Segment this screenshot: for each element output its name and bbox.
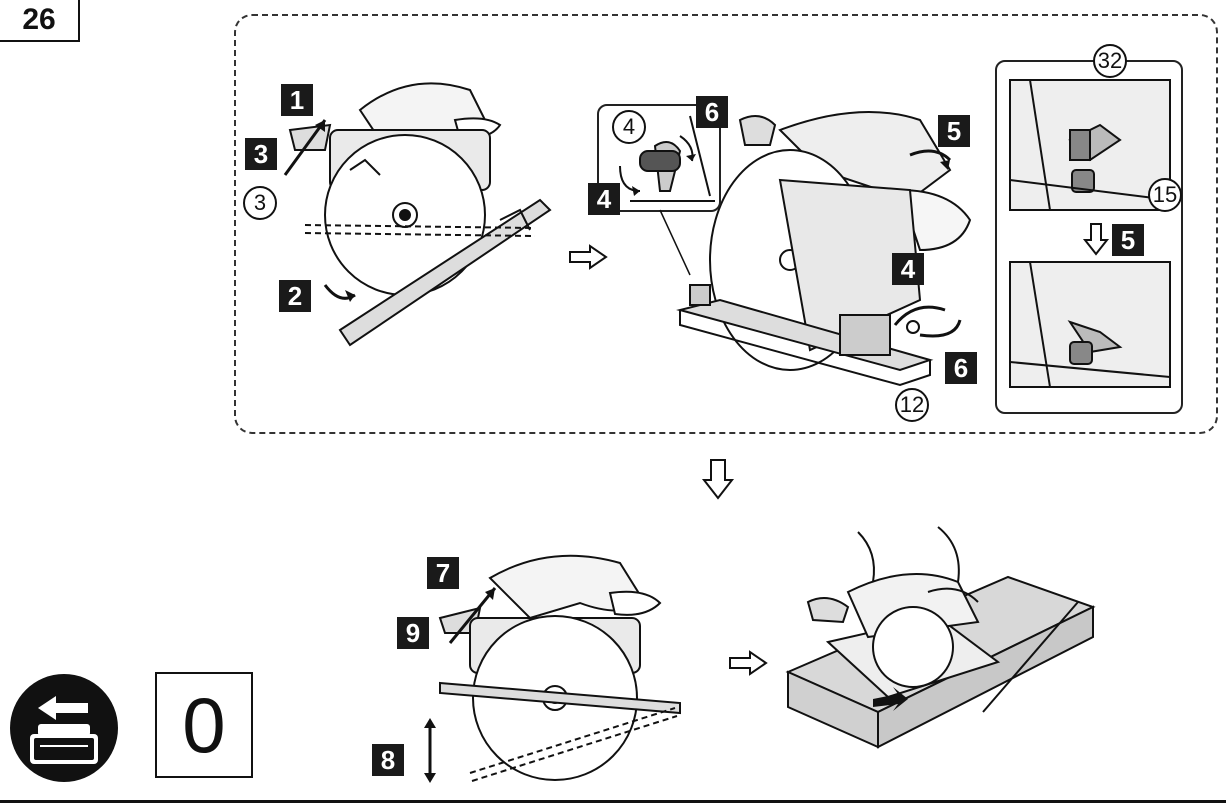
adjustment-steps-panel [234,14,1218,434]
flow-arrow-icon [569,244,608,270]
saw-perspective-illustration [676,111,972,387]
step-5-badge-top: 5 [938,115,970,147]
lever-detail-before [1009,79,1171,211]
flow-arrow-down-icon [701,459,735,500]
flow-arrow-icon-2 [729,650,768,676]
callout-32: 32 [1093,44,1127,78]
lever-detail-after [1009,261,1171,388]
step-5-badge-right: 5 [1112,224,1144,256]
battery-remove-icon [10,674,118,782]
knob-detail-illustration [619,115,715,202]
step-1-badge: 1 [281,84,313,116]
saw-cutting-illustration [785,526,1096,749]
saw-depth-illustration [424,554,681,783]
step-4-badge-right: 4 [892,253,924,285]
down-arrow-icon [1082,223,1110,256]
step-9-badge: 9 [397,617,429,649]
step-3-badge: 3 [245,138,277,170]
step-6-badge-top: 6 [696,96,728,128]
step-2-badge: 2 [279,280,311,312]
page-number: 26 [0,0,80,42]
step-8-badge: 8 [372,744,404,776]
callout-3: 3 [243,186,277,220]
callout-12: 12 [895,388,929,422]
saw-tilted-illustration [283,82,552,347]
callout-15: 15 [1148,178,1182,212]
step-4-badge-left: 4 [588,183,620,215]
step-7-badge: 7 [427,557,459,589]
step-6-badge-bottom: 6 [945,352,977,384]
inset-leader-line [659,209,691,276]
zero-indicator-box: 0 [155,672,253,778]
callout-4: 4 [612,110,646,144]
bottom-rule [0,800,1226,803]
